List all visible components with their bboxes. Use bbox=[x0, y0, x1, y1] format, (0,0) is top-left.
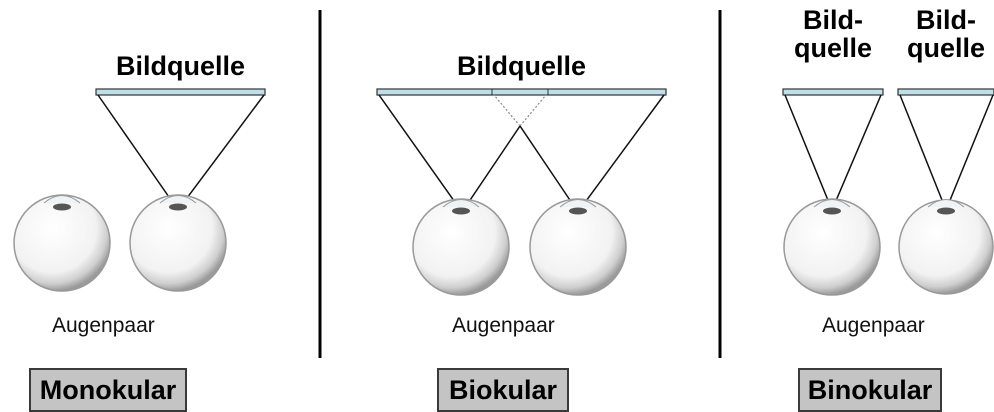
image-source-screen-left bbox=[783, 89, 883, 95]
image-source-screen bbox=[377, 89, 666, 95]
image-source-screen bbox=[96, 89, 265, 95]
mode-box-binokular: Binokular bbox=[798, 368, 942, 412]
panel-binokular bbox=[783, 89, 994, 295]
eye-right bbox=[130, 195, 226, 291]
mode-box-biokular: Biokular bbox=[437, 368, 569, 412]
eye-right bbox=[899, 200, 993, 295]
eye-left bbox=[14, 195, 110, 291]
image-source-label: Bildquelle bbox=[377, 52, 666, 80]
eye-pair-label: Augenpaar bbox=[822, 314, 925, 338]
image-source-screen-right bbox=[898, 89, 994, 95]
panel-monokular bbox=[14, 89, 265, 291]
mode-box-monokular: Monokular bbox=[29, 368, 187, 412]
view-cone-right bbox=[900, 95, 993, 210]
view-cone-right bbox=[520, 95, 664, 212]
eye-pair-label: Augenpaar bbox=[452, 314, 555, 338]
view-cone-left bbox=[379, 95, 520, 212]
panel-biokular bbox=[377, 89, 666, 295]
view-cone bbox=[98, 95, 264, 210]
image-source-label-left: Bild- quelle bbox=[779, 6, 887, 62]
eye-left bbox=[413, 199, 509, 295]
eye-left bbox=[784, 199, 880, 295]
image-source-label: Bildquelle bbox=[96, 52, 265, 80]
eye-pair-label: Augenpaar bbox=[52, 314, 155, 338]
image-source-label-right: Bild- quelle bbox=[898, 6, 994, 62]
view-cone-left bbox=[785, 95, 881, 210]
eye-right bbox=[530, 199, 626, 295]
